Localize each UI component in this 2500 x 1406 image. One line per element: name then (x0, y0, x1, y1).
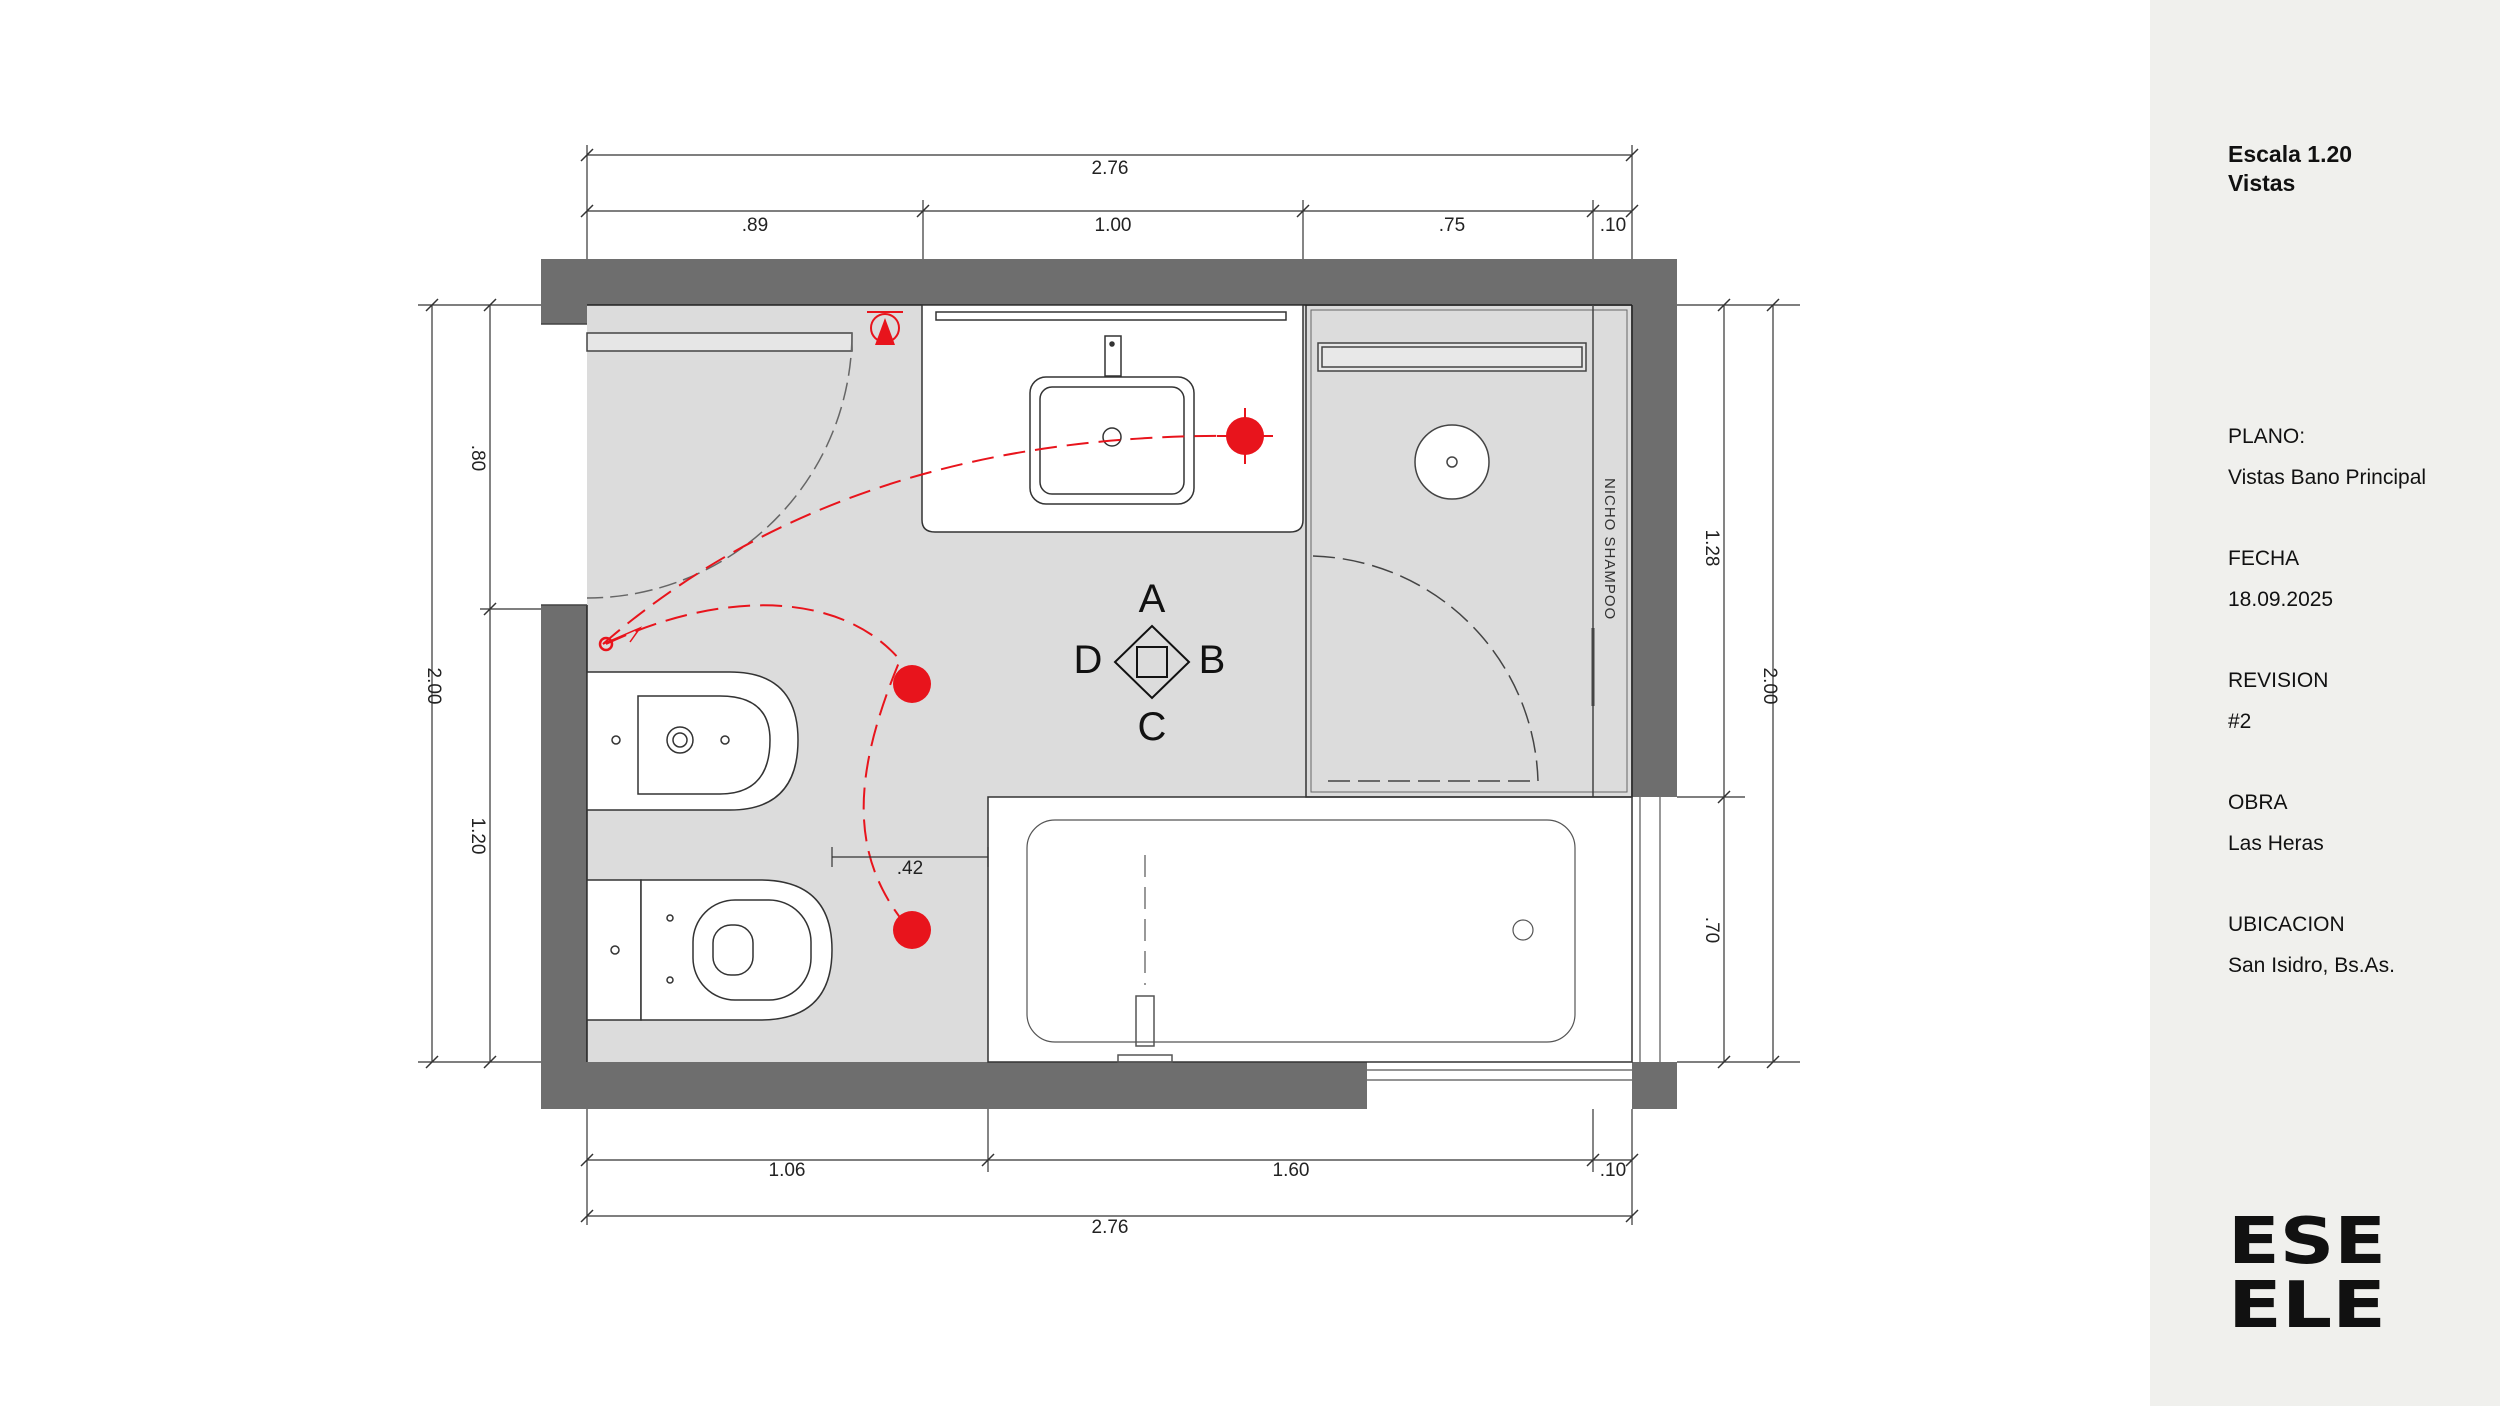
dim-bottom-2: 1.60 (1273, 1160, 1310, 1181)
view-indicator: A B C D (1074, 577, 1226, 749)
view-label-b: B (1199, 638, 1226, 682)
field-value-plano: Vistas Bano Principal (2228, 466, 2427, 489)
field-label-plano: PLANO: (2228, 425, 2306, 448)
niche-label: NICHO SHAMPOO (1601, 478, 1618, 620)
socket-icon (867, 311, 903, 345)
dim-bottom-total: 2.76 (1092, 1217, 1129, 1238)
field-label-revision: REVISION (2228, 669, 2329, 692)
dim-left-total: 2.00 (423, 668, 444, 705)
dim-top-4: .10 (1600, 215, 1626, 236)
field-value-revision: #2 (2228, 710, 2252, 733)
dim-bottom-1: 1.06 (769, 1160, 806, 1181)
scale-title: Escala 1.20 Vistas (2228, 140, 2352, 198)
shower-fixtures (1312, 305, 1595, 797)
walls (541, 259, 1677, 1109)
vanity-sink (921, 304, 1304, 533)
dim-right-upper: 1.28 (1701, 530, 1722, 567)
brand-logo: ESE ELE (2228, 1205, 2386, 1329)
bathtub-zone (988, 797, 1632, 1062)
dim-top-2: 1.00 (1095, 215, 1132, 236)
dim-right-lower: .70 (1701, 917, 1722, 943)
dimension-lines (418, 145, 1800, 1225)
view-label-c: C (1138, 705, 1167, 749)
toilet (586, 879, 833, 1021)
door (541, 323, 853, 606)
dim-right-total: 2.00 (1759, 668, 1780, 705)
field-value-obra: Las Heras (2228, 832, 2324, 855)
dim-top-3: .75 (1439, 215, 1465, 236)
electrical-layout (598, 311, 1273, 949)
dim-bottom-3: .10 (1600, 1160, 1626, 1181)
field-label-ubicacion: UBICACION (2228, 913, 2345, 936)
dim-inner: .42 (897, 858, 923, 879)
light-point-bidet (893, 665, 931, 703)
field-label-fecha: FECHA (2228, 547, 2300, 570)
view-label-a: A (1139, 577, 1166, 621)
field-value-ubicacion: San Isidro, Bs.As. (2228, 954, 2395, 977)
scale-title-line2: Vistas (2228, 170, 2296, 196)
dim-top-total: 2.76 (1092, 158, 1129, 179)
shower-tray (1305, 304, 1633, 798)
scale-title-line1: Escala 1.20 (2228, 141, 2353, 167)
logo-line1: ESE (2228, 1205, 2386, 1279)
view-label-d: D (1074, 638, 1103, 682)
switch-icon (598, 636, 614, 652)
light-point-toilet (893, 911, 931, 949)
bidet (586, 671, 799, 811)
floor-plan: NICHO SHAMPOO (418, 145, 1800, 1238)
title-block: Escala 1.20 Vistas PLANO: Vistas Bano Pr… (2150, 0, 2500, 1406)
dim-top-1: .89 (742, 215, 768, 236)
logo-line2: ELE (2228, 1269, 2386, 1329)
dim-left-lower: 1.20 (467, 818, 488, 855)
bathtub (987, 796, 1633, 1063)
dim-left-upper: .80 (467, 445, 488, 471)
field-label-obra: OBRA (2228, 791, 2288, 814)
field-value-fecha: 18.09.2025 (2228, 588, 2334, 611)
